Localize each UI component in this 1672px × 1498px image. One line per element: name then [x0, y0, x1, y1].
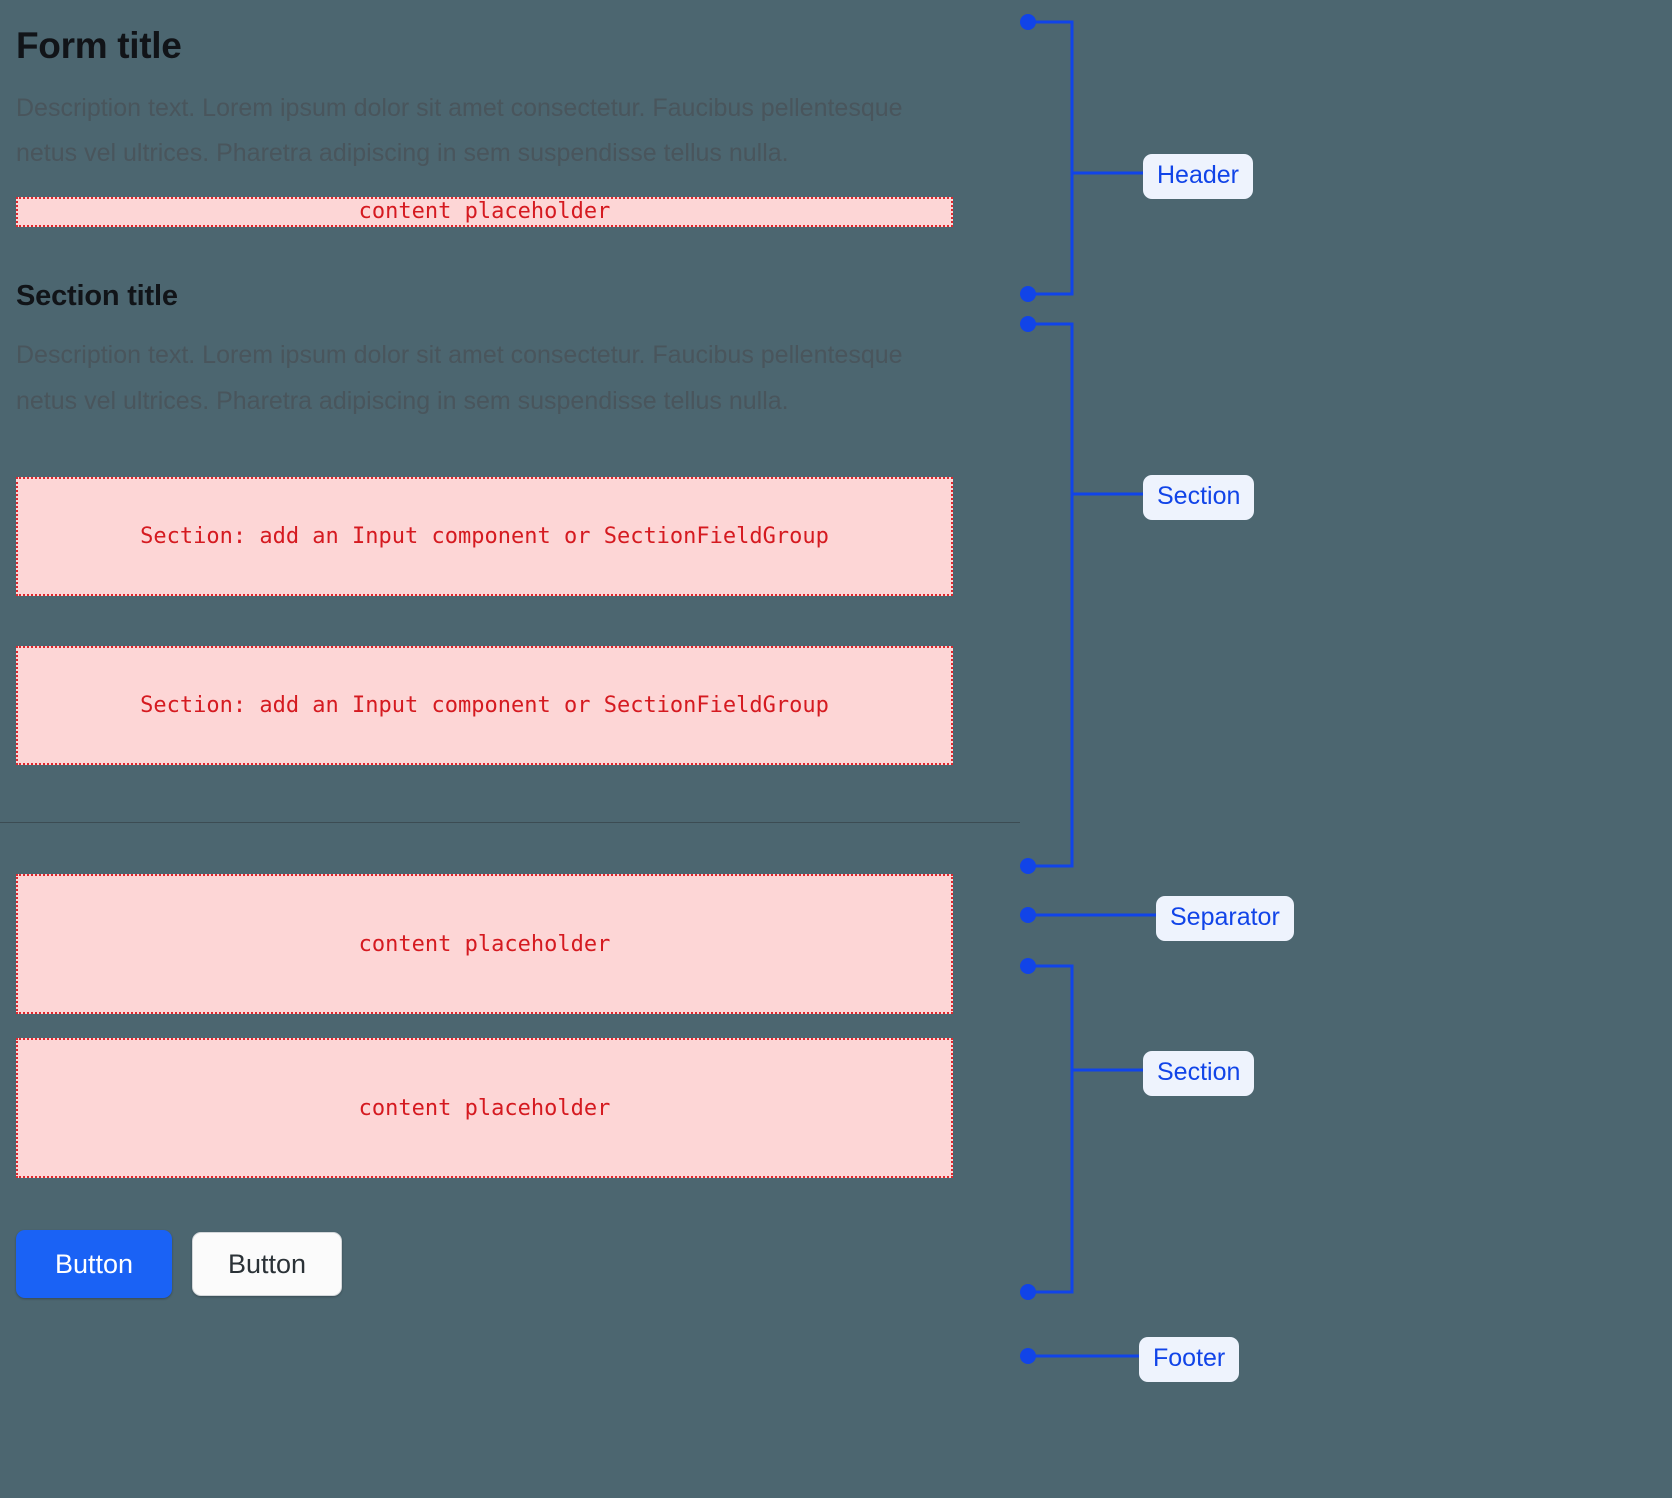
section-title: Section title — [16, 279, 178, 312]
annotation-badge-section-two[interactable]: Section — [1143, 1051, 1255, 1096]
section-one-dot-top — [1020, 316, 1036, 332]
primary-button[interactable]: Button — [16, 1230, 172, 1299]
header-content-placeholder[interactable]: content placeholder — [16, 196, 953, 227]
section-two-bracket — [1028, 964, 1074, 1294]
section-two-placeholder-2[interactable]: content placeholder — [16, 1038, 953, 1179]
section-field-placeholder-1[interactable]: Section: add an Input component or Secti… — [16, 477, 953, 597]
form-title: Form title — [16, 25, 182, 66]
section-two-placeholder-1[interactable]: content placeholder — [16, 874, 953, 1015]
header-dot-top — [1020, 14, 1036, 30]
form-section-two: content placeholder content placeholder — [16, 874, 1004, 1179]
footer-dot — [1020, 1348, 1036, 1364]
annotation-badge-header[interactable]: Header — [1143, 154, 1253, 199]
annotation-badge-section-one[interactable]: Section — [1143, 475, 1255, 520]
section-two-dot-top — [1020, 958, 1036, 974]
form-header: Form title Description text. Lorem ipsum… — [16, 24, 1004, 227]
section-two-dot-bottom — [1020, 1284, 1036, 1300]
form-separator — [0, 822, 1020, 824]
section-description: Description text. Lorem ipsum dolor sit … — [16, 341, 903, 415]
form-footer: Button Button — [16, 1230, 1004, 1299]
annotation-dots — [1020, 14, 1036, 1364]
form-description: Description text. Lorem ipsum dolor sit … — [16, 93, 903, 168]
annotation-badge-footer[interactable]: Footer — [1139, 1337, 1240, 1382]
section-one-bracket — [1028, 322, 1074, 868]
form-section: Section title Description text. Lorem ip… — [16, 279, 1004, 766]
secondary-button[interactable]: Button — [192, 1232, 342, 1297]
header-bracket — [1028, 20, 1074, 296]
form-container: Form title Description text. Lorem ipsum… — [0, 24, 1020, 1299]
section-one-dot-bottom — [1020, 858, 1036, 874]
section-field-placeholder-2[interactable]: Section: add an Input component or Secti… — [16, 646, 953, 766]
separator-dot — [1020, 907, 1036, 923]
annotation-badge-separator[interactable]: Separator — [1156, 896, 1294, 941]
header-dot-bottom — [1020, 286, 1036, 302]
